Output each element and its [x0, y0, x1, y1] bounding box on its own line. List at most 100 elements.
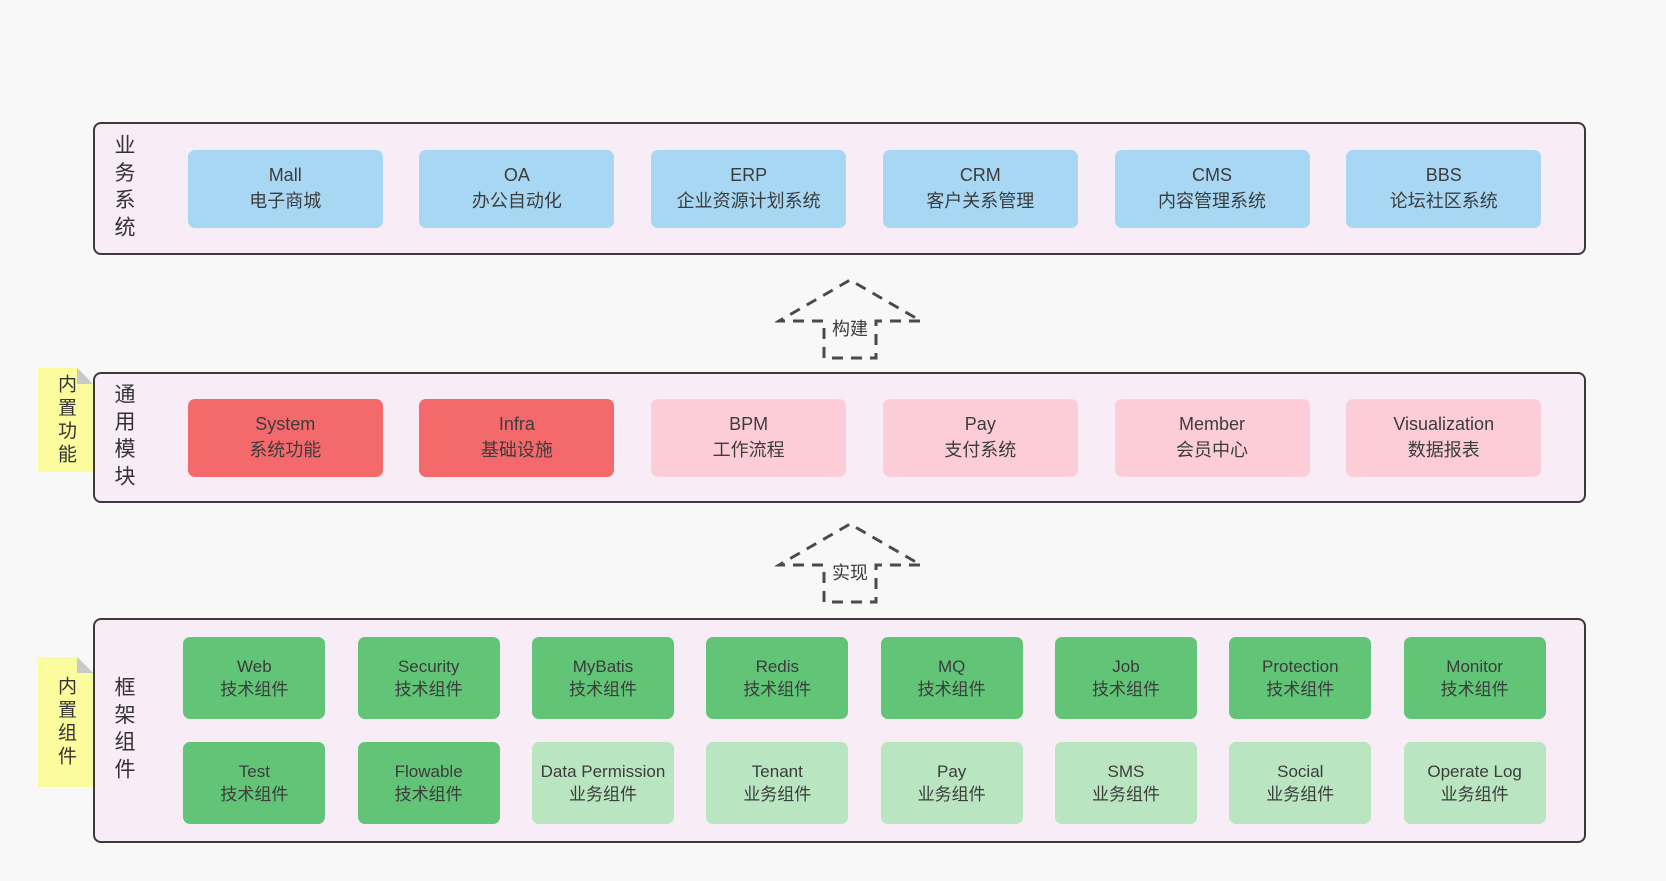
section-label: 框架组件 [95, 620, 151, 841]
section-framework-components: 框架组件 Web 技术组件 Security 技术组件 MyBatis 技术组件… [93, 618, 1586, 843]
section-label: 通用模块 [95, 374, 151, 501]
box-infra: Infra 基础设施 [419, 398, 615, 477]
box-pay: Pay 支付系统 [882, 398, 1078, 477]
box-title: SMS [1107, 761, 1145, 781]
arrow-label: 实现 [827, 557, 873, 587]
box-title: Member [1179, 413, 1246, 434]
box-subtitle: 电子商城 [249, 190, 322, 211]
box-subtitle: 系统功能 [249, 439, 322, 460]
box-oa: OA 办公自动化 [419, 149, 615, 228]
box-subtitle: 业务组件 [917, 785, 986, 804]
folded-corner-icon [77, 368, 93, 384]
box-subtitle: 论坛社区系统 [1389, 190, 1498, 211]
box-sms: SMS 业务组件 [1054, 742, 1197, 824]
box-visualization: Visualization 数据报表 [1346, 398, 1542, 477]
box-flowable: Flowable 技术组件 [357, 742, 500, 824]
box-mq: MQ 技术组件 [880, 637, 1023, 719]
box-subtitle: 数据报表 [1407, 439, 1480, 460]
box-subtitle: 内容管理系统 [1158, 190, 1267, 211]
box-title: System [255, 413, 316, 434]
box-title: Pay [964, 413, 996, 434]
box-job: Job 技术组件 [1054, 637, 1197, 719]
box-subtitle: 技术组件 [220, 680, 289, 699]
box-subtitle: 客户关系管理 [926, 190, 1035, 211]
sticky-note-builtin-features: 内置功能 [38, 368, 93, 472]
box-title: Protection [1262, 656, 1339, 676]
box-social: Social 业务组件 [1229, 742, 1372, 824]
box-subtitle: 业务组件 [1266, 785, 1335, 804]
box-operate-log: Operate Log 业务组件 [1403, 742, 1546, 824]
component-row-2: Test 技术组件 Flowable 技术组件 Data Permission … [151, 742, 1578, 824]
arrow-label: 构建 [827, 313, 873, 343]
sticky-note-builtin-components: 内置组件 [38, 657, 93, 787]
box-subtitle: 基础设施 [480, 439, 553, 460]
box-title: Job [1112, 656, 1140, 676]
component-row-1: Web 技术组件 Security 技术组件 MyBatis 技术组件 Redi… [151, 637, 1578, 719]
box-subtitle: 工作流程 [712, 439, 785, 460]
box-monitor: Monitor 技术组件 [1403, 637, 1546, 719]
sticky-note-text: 内置功能 [55, 373, 76, 467]
business-boxes: Mall 电子商城 OA 办公自动化 ERP 企业资源计划系统 CRM 客户关系… [151, 124, 1584, 253]
box-subtitle: 支付系统 [944, 439, 1017, 460]
box-subtitle: 技术组件 [394, 785, 463, 804]
section-label-text: 框架组件 [112, 675, 135, 786]
box-title: Data Permission [540, 761, 666, 781]
box-cms: CMS 内容管理系统 [1114, 149, 1310, 228]
box-subtitle: 技术组件 [568, 680, 637, 699]
up-arrow-icon [775, 278, 925, 360]
section-business-systems: 业务系统 Mall 电子商城 OA 办公自动化 ERP 企业资源计划系统 CRM… [93, 122, 1586, 255]
box-title: Visualization [1393, 413, 1495, 434]
box-tenant: Tenant 业务组件 [706, 742, 849, 824]
box-title: BPM [729, 413, 769, 434]
build-arrow: 构建 [775, 276, 925, 360]
box-title: CMS [1192, 164, 1233, 185]
box-protection: Protection 技术组件 [1229, 637, 1372, 719]
box-title: Redis [755, 656, 800, 676]
box-subtitle: 技术组件 [1440, 680, 1509, 699]
box-subtitle: 技术组件 [1091, 680, 1160, 699]
box-member: Member 会员中心 [1114, 398, 1310, 477]
box-title: MyBatis [572, 656, 634, 676]
box-subtitle: 业务组件 [1440, 785, 1509, 804]
box-subtitle: 企业资源计划系统 [676, 190, 821, 211]
box-title: Pay [936, 761, 967, 781]
box-title: MQ [937, 656, 966, 676]
module-boxes: System 系统功能 Infra 基础设施 BPM 工作流程 Pay 支付系统… [151, 374, 1584, 501]
section-label-text: 业务系统 [112, 133, 135, 244]
box-title: Social [1277, 761, 1324, 781]
box-title: Security [397, 656, 460, 676]
box-title: OA [503, 164, 530, 185]
box-mall: Mall 电子商城 [187, 149, 383, 228]
box-title: ERP [730, 164, 768, 185]
box-title: Monitor [1446, 656, 1503, 676]
box-title: BBS [1425, 164, 1462, 185]
box-test: Test 技术组件 [183, 742, 326, 824]
box-title: Mall [268, 164, 302, 185]
box-subtitle: 业务组件 [1091, 785, 1160, 804]
box-subtitle: 技术组件 [743, 680, 812, 699]
implement-arrow: 实现 [775, 520, 925, 604]
box-data-permission: Data Permission 业务组件 [531, 742, 674, 824]
box-erp: ERP 企业资源计划系统 [651, 149, 847, 228]
box-subtitle: 业务组件 [568, 785, 637, 804]
box-web: Web 技术组件 [183, 637, 326, 719]
box-subtitle: 技术组件 [917, 680, 986, 699]
box-subtitle: 技术组件 [394, 680, 463, 699]
box-title: CRM [959, 164, 1001, 185]
box-crm: CRM 客户关系管理 [882, 149, 1078, 228]
box-subtitle: 会员中心 [1176, 439, 1249, 460]
box-title: Test [238, 761, 270, 781]
box-security: Security 技术组件 [357, 637, 500, 719]
box-redis: Redis 技术组件 [706, 637, 849, 719]
box-mybatis: MyBatis 技术组件 [531, 637, 674, 719]
box-pay-biz: Pay 业务组件 [880, 742, 1023, 824]
box-subtitle: 业务组件 [743, 785, 812, 804]
box-title: Flowable [394, 761, 463, 781]
component-rows: Web 技术组件 Security 技术组件 MyBatis 技术组件 Redi… [151, 620, 1584, 841]
section-common-modules: 通用模块 System 系统功能 Infra 基础设施 BPM 工作流程 Pay… [93, 372, 1586, 503]
box-bbs: BBS 论坛社区系统 [1346, 149, 1542, 228]
sticky-note-text: 内置组件 [55, 675, 76, 769]
folded-corner-icon [77, 657, 93, 673]
box-subtitle: 技术组件 [220, 785, 289, 804]
